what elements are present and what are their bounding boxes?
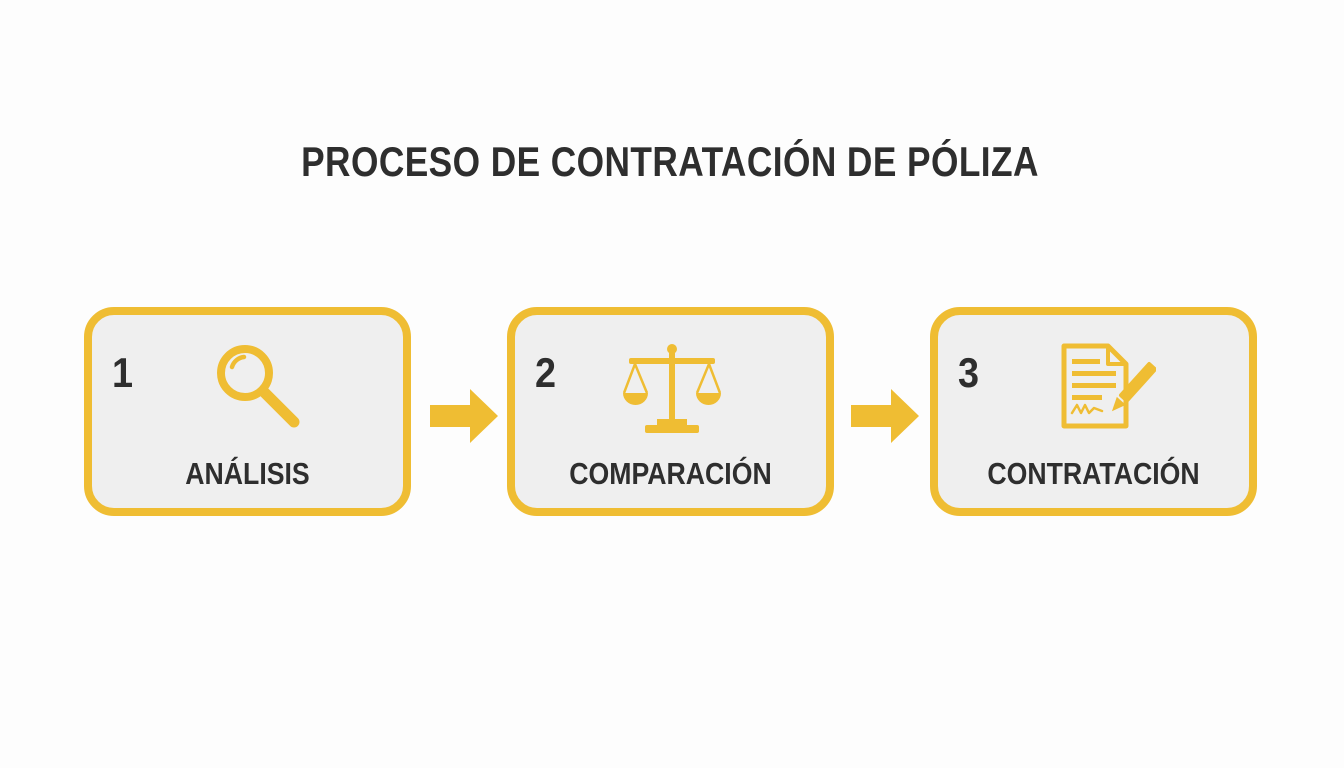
step-label: ANÁLISIS [185, 456, 310, 491]
step-number: 1 [112, 349, 134, 396]
step-label: CONTRATACIÓN [987, 456, 1200, 491]
arrow-right-icon [851, 389, 921, 448]
step-card-analisis: 1 ANÁLISIS [84, 307, 411, 516]
step-number: 2 [535, 349, 557, 396]
signed-document-icon [1058, 341, 1158, 438]
step-card-comparacion: 2 COMPARACIÓN [507, 307, 834, 516]
step-card-contratacion: 3 CONTRATACIÓN [930, 307, 1257, 516]
arrow-right-icon [430, 389, 500, 448]
step-number: 3 [958, 349, 980, 396]
magnifying-glass-icon [214, 341, 304, 438]
diagram-title: PROCESO DE CONTRATACIÓN DE PÓLIZA [301, 138, 1039, 185]
step-label: COMPARACIÓN [569, 456, 772, 491]
balance-scale-icon [622, 341, 722, 440]
